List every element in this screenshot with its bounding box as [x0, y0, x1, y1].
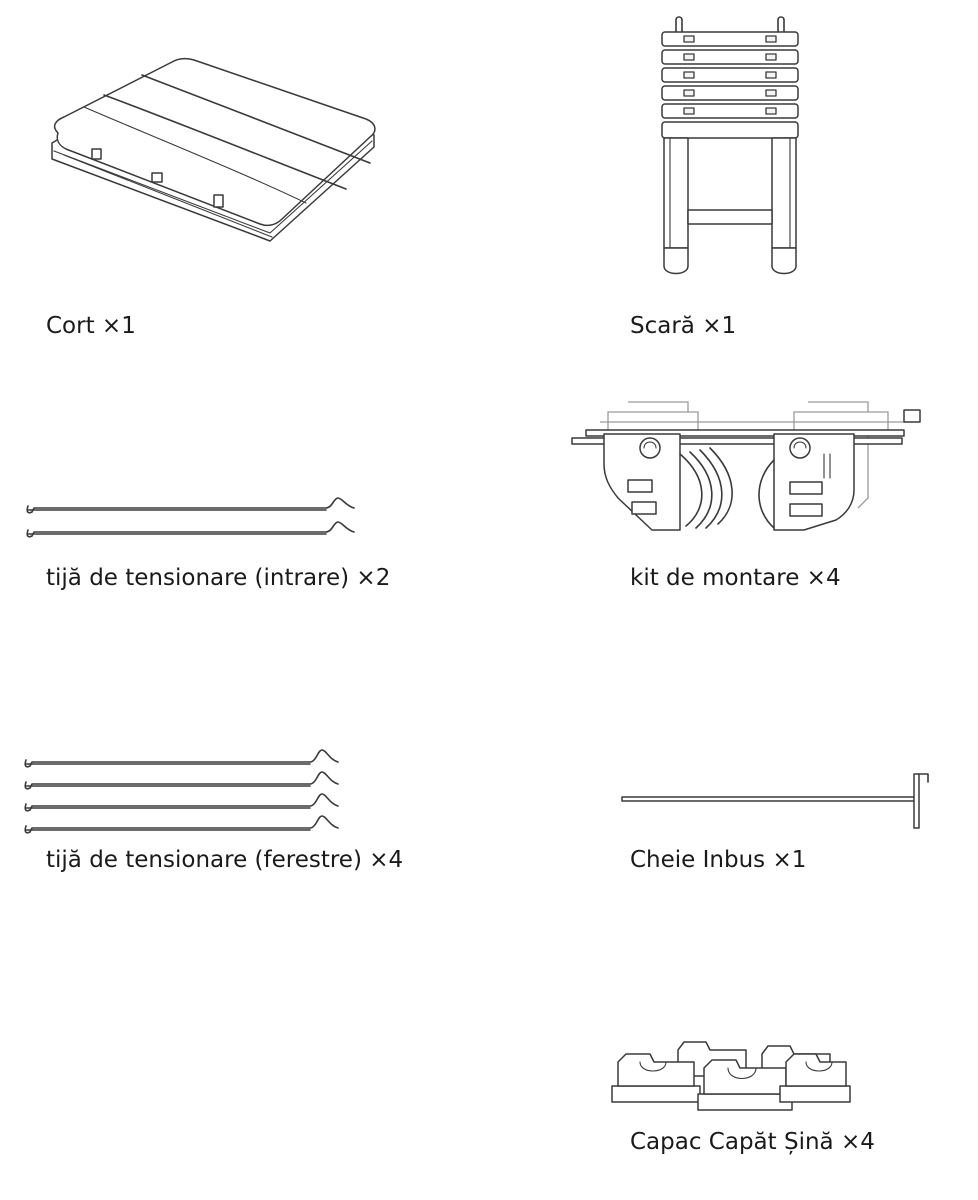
item-label-tension-rod-window: tijă de tensionare (ferestre) ×4	[46, 847, 404, 873]
tension-rods-window-icon	[20, 742, 342, 836]
tension-rods-entrance-icon	[22, 492, 358, 544]
item-label-tension-rod-entrance: tijă de tensionare (intrare) ×2	[46, 565, 391, 591]
allen-key-icon	[618, 770, 934, 832]
tent-case-icon	[44, 55, 380, 243]
mounting-kit-icon	[568, 398, 924, 536]
ladder-icon	[656, 14, 804, 282]
item-label-mounting-kit: kit de montare ×4	[630, 565, 841, 591]
item-label-rail-end-cap: Capac Capăt Șină ×4	[630, 1129, 875, 1155]
item-label-tent: Cort ×1	[46, 313, 136, 339]
item-label-allen-key: Cheie Inbus ×1	[630, 847, 807, 873]
rail-end-cap-icon	[610, 1036, 854, 1116]
item-label-ladder: Scară ×1	[630, 313, 737, 339]
